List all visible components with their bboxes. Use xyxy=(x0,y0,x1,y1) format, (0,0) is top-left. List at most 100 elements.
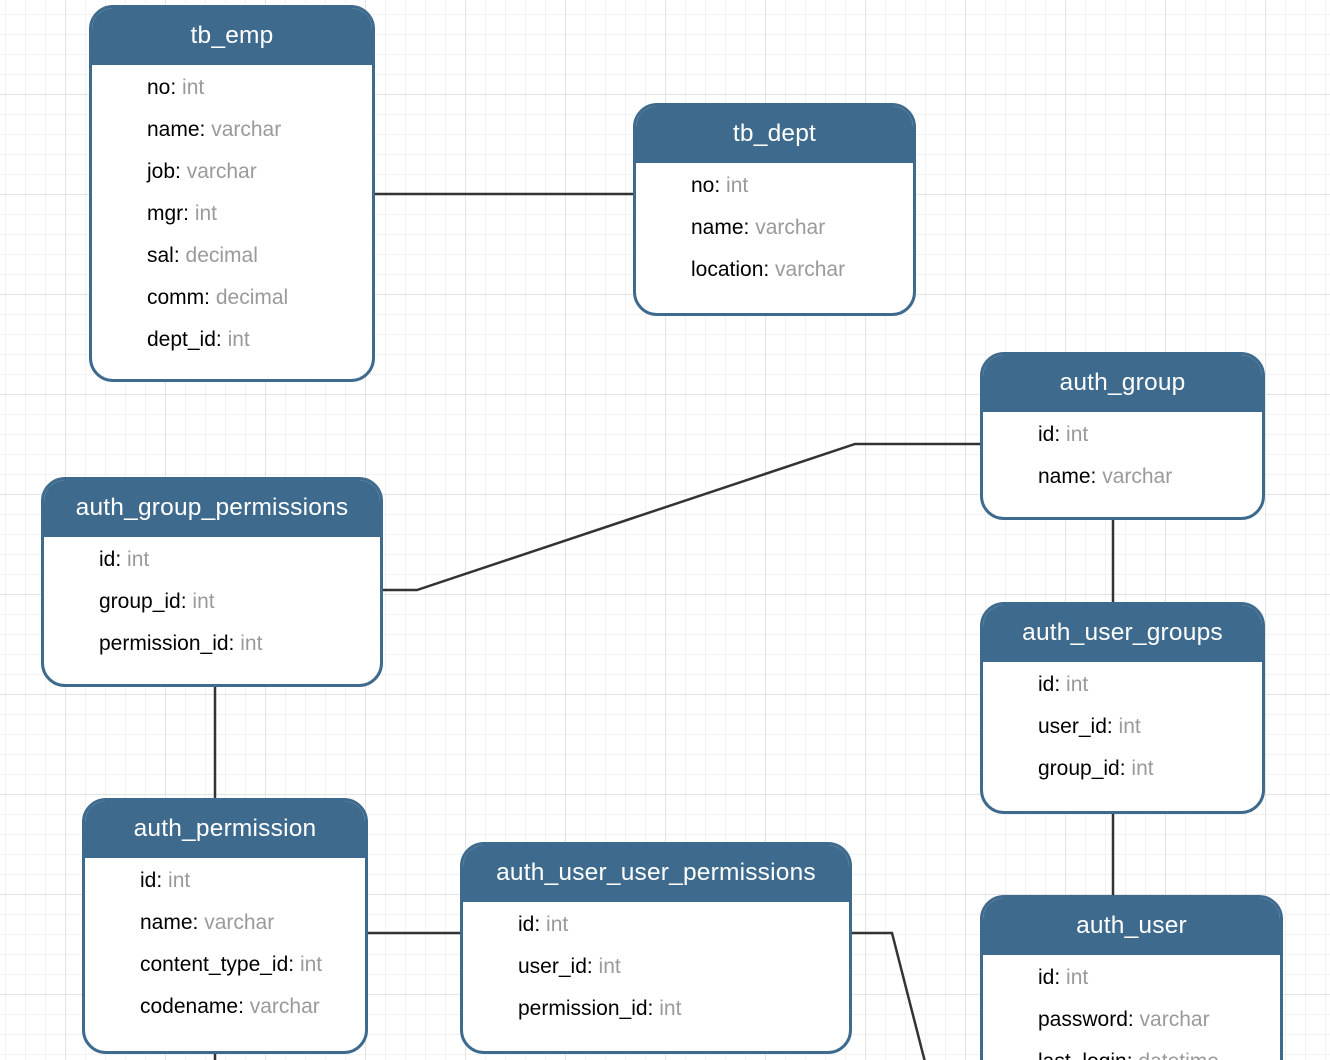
field-row: name: varchar xyxy=(85,902,365,944)
relation-line-auth_user_user_permissions-offscreen[interactable] xyxy=(852,931,926,1060)
field-name: last_login: xyxy=(1038,1050,1133,1060)
field-row: name: varchar xyxy=(983,456,1262,498)
field-type: int xyxy=(234,631,263,655)
field-name: job: xyxy=(147,159,181,183)
field-type: varchar xyxy=(1133,1007,1210,1031)
field-name: no: xyxy=(147,75,177,99)
field-name: location: xyxy=(691,257,770,281)
field-name: content_type_id: xyxy=(140,952,295,976)
field-type: int xyxy=(294,952,323,976)
field-row: content_type_id: int xyxy=(85,944,365,986)
field-row: no: int xyxy=(636,165,913,207)
field-type: int xyxy=(1060,965,1089,989)
field-row: id: int xyxy=(983,664,1262,706)
field-type: varchar xyxy=(180,159,257,183)
field-row: name: varchar xyxy=(92,109,372,151)
table-title: auth_user_user_permissions xyxy=(463,845,849,902)
table-title: auth_user xyxy=(983,898,1280,955)
field-type: datetime xyxy=(1133,1050,1219,1060)
field-type: int xyxy=(540,912,569,936)
field-type: int xyxy=(121,547,150,571)
field-row: last_login: datetime xyxy=(983,1041,1280,1060)
field-type: int xyxy=(1112,714,1141,738)
field-row: password: varchar xyxy=(983,999,1280,1041)
field-name: name: xyxy=(147,117,206,141)
field-type: varchar xyxy=(243,994,320,1018)
field-name: permission_id: xyxy=(518,996,654,1020)
field-row: location: varchar xyxy=(636,249,913,291)
field-type: decimal xyxy=(179,243,258,267)
field-type: varchar xyxy=(749,215,826,239)
field-type: varchar xyxy=(769,257,846,281)
field-name: mgr: xyxy=(147,201,189,225)
relation-line-auth_group_permissions-auth_group[interactable] xyxy=(383,442,980,592)
field-name: id: xyxy=(1038,422,1061,446)
field-name: group_id: xyxy=(1038,756,1126,780)
table-title: auth_group_permissions xyxy=(44,480,380,537)
table-title: auth_group xyxy=(983,355,1262,412)
table-title: auth_user_groups xyxy=(983,605,1262,662)
field-row: id: int xyxy=(44,539,380,581)
field-type: int xyxy=(162,868,191,892)
table-title: auth_permission xyxy=(85,801,365,858)
field-type: int xyxy=(186,589,215,613)
table-title: tb_dept xyxy=(636,106,913,163)
field-row: group_id: int xyxy=(983,748,1262,790)
field-name: permission_id: xyxy=(99,631,235,655)
field-name: group_id: xyxy=(99,589,187,613)
field-type: int xyxy=(1125,756,1154,780)
field-row: job: varchar xyxy=(92,151,372,193)
field-type: int xyxy=(592,954,621,978)
field-row: no: int xyxy=(92,67,372,109)
field-row: name: varchar xyxy=(636,207,913,249)
field-name: name: xyxy=(140,910,199,934)
field-row: id: int xyxy=(85,860,365,902)
field-type: int xyxy=(189,201,218,225)
field-type: int xyxy=(221,327,250,351)
field-row: permission_id: int xyxy=(463,988,849,1030)
field-type: varchar xyxy=(205,117,282,141)
field-name: no: xyxy=(691,173,721,197)
field-type: varchar xyxy=(1096,464,1173,488)
field-row: id: int xyxy=(983,414,1262,456)
field-row: user_id: int xyxy=(463,946,849,988)
field-row: sal: decimal xyxy=(92,235,372,277)
field-row: codename: varchar xyxy=(85,986,365,1028)
field-name: user_id: xyxy=(518,954,593,978)
table-title: tb_emp xyxy=(92,8,372,65)
field-row: mgr: int xyxy=(92,193,372,235)
field-name: id: xyxy=(1038,965,1061,989)
field-type: decimal xyxy=(210,285,289,309)
field-type: int xyxy=(1060,672,1089,696)
field-name: id: xyxy=(99,547,122,571)
field-name: password: xyxy=(1038,1007,1134,1031)
field-type: varchar xyxy=(198,910,275,934)
field-name: id: xyxy=(140,868,163,892)
field-name: id: xyxy=(518,912,541,936)
field-name: name: xyxy=(1038,464,1097,488)
field-name: sal: xyxy=(147,243,180,267)
field-type: int xyxy=(176,75,205,99)
field-row: dept_id: int xyxy=(92,319,372,361)
field-name: user_id: xyxy=(1038,714,1113,738)
field-name: comm: xyxy=(147,285,210,309)
field-row: user_id: int xyxy=(983,706,1262,748)
field-type: int xyxy=(1060,422,1089,446)
field-row: id: int xyxy=(983,957,1280,999)
